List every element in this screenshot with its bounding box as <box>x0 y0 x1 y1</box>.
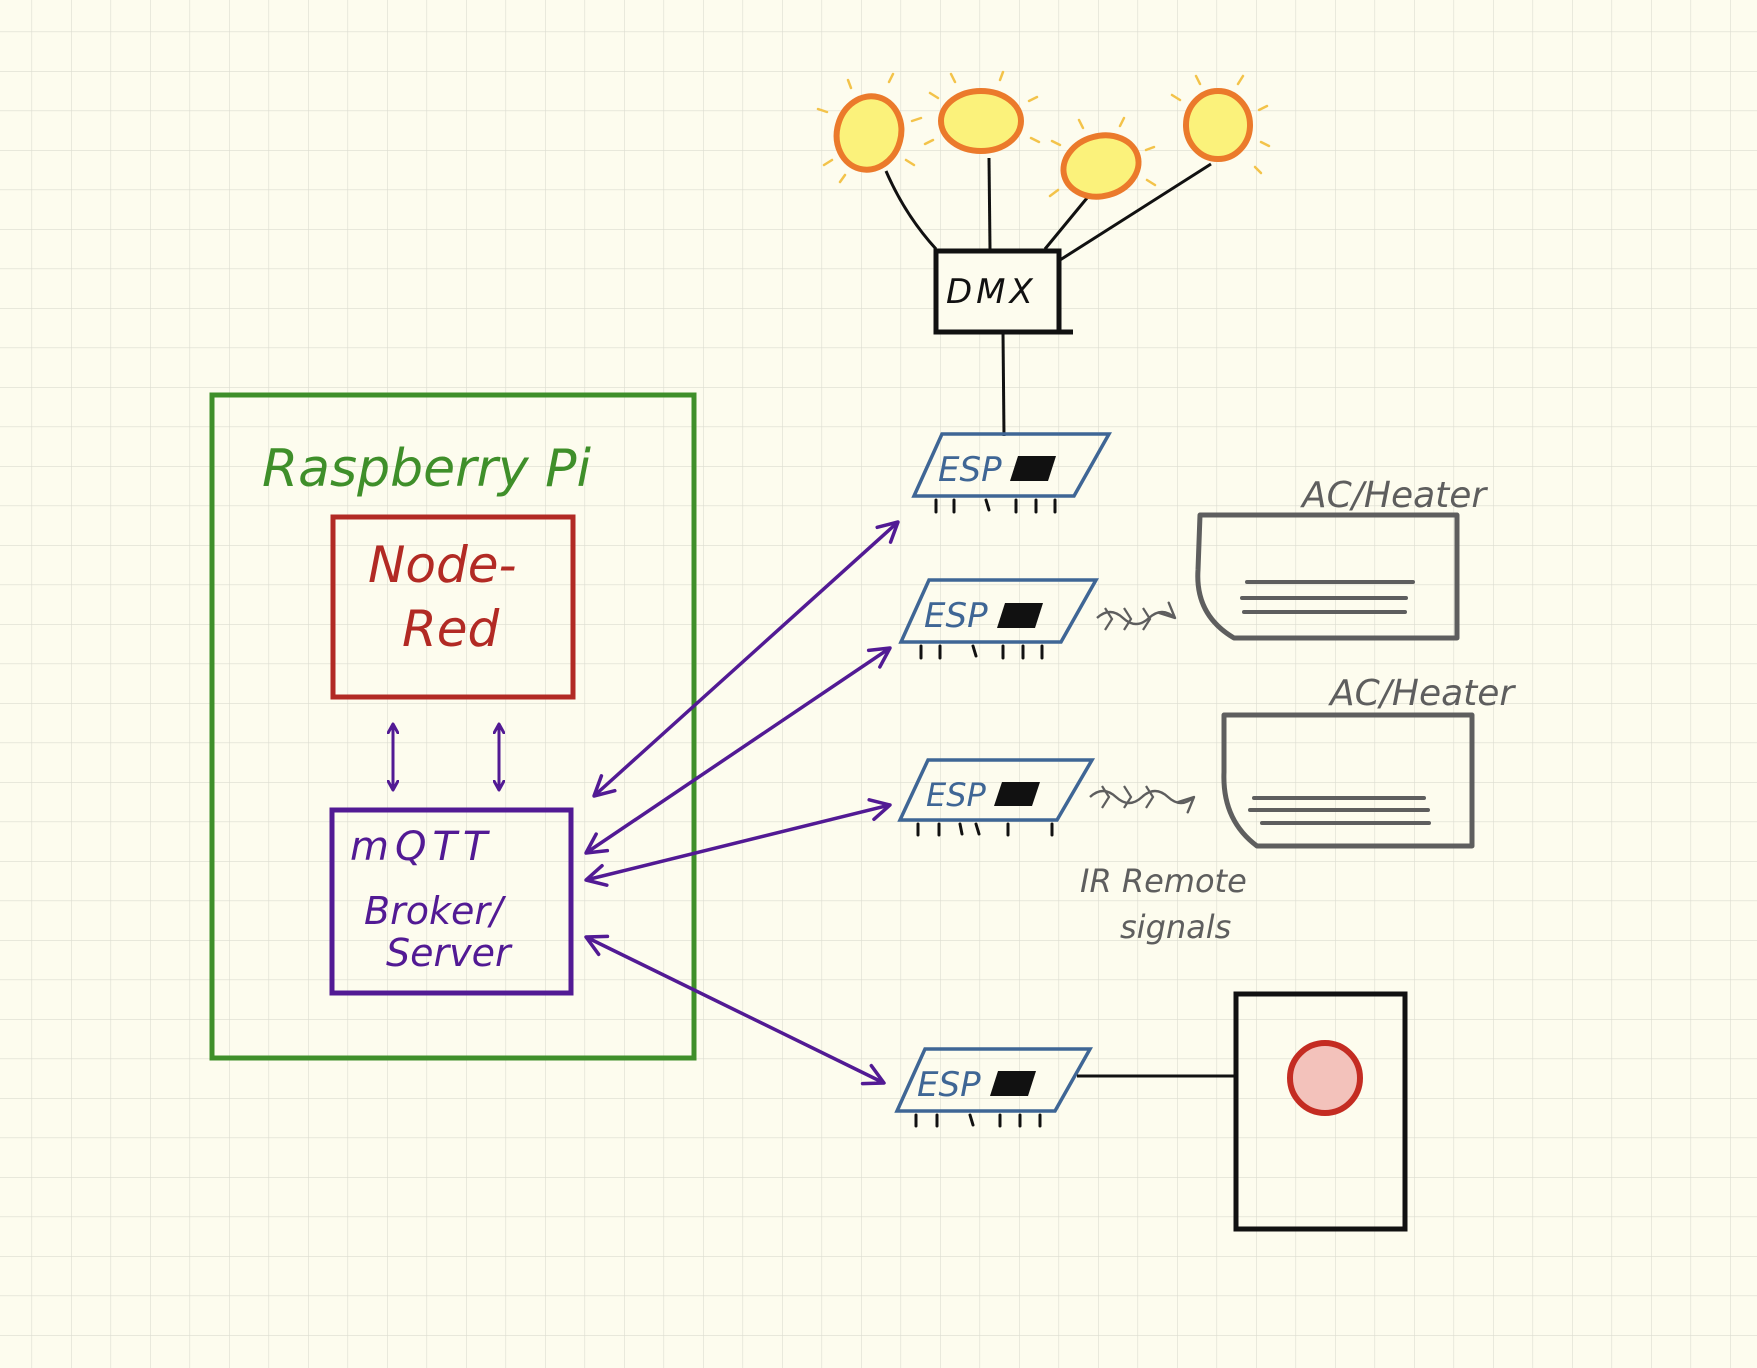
light-bulb-icon <box>816 72 923 184</box>
ir-remote-label-line2: signals <box>1120 908 1231 946</box>
mqtt-group: mQTT Broker/ Server <box>329 807 574 996</box>
ir-signal-arrows <box>1096 601 1177 631</box>
esp-label: ESP <box>926 776 987 814</box>
chip-icon <box>990 1071 1036 1096</box>
node-red-box <box>330 514 576 700</box>
push-button-panel <box>1077 991 1408 1232</box>
ac-heater-unit-2: AC/Heater IR Remote signals <box>1080 673 1516 946</box>
esp-module-3: ESP <box>897 758 1096 837</box>
esp-pins <box>914 1113 1042 1128</box>
light-bulb-icon <box>1048 116 1157 200</box>
ac-vent-lines <box>1240 580 1415 614</box>
light-bulb-icon <box>1170 74 1271 175</box>
esp-label: ESP <box>924 596 988 636</box>
dmx-esp1-wire <box>1001 331 1006 437</box>
bulb4-wire <box>1059 162 1212 262</box>
mqtt-label-line2: Broker/ <box>364 889 507 933</box>
ir-remote-label-line1: IR Remote <box>1080 862 1247 900</box>
ac-heater-label: AC/Heater <box>1328 673 1516 714</box>
esp-board <box>898 578 1099 644</box>
esp-board <box>897 758 1096 822</box>
chip-icon <box>994 782 1040 806</box>
mqtt-box <box>329 807 574 996</box>
ac-unit-body <box>1221 712 1475 849</box>
ir-signal-arrows <box>1089 785 1196 814</box>
esp-module-1: ESP <box>911 432 1112 514</box>
esp-module-2: ESP <box>898 578 1099 660</box>
raspberry-pi-label: Raspberry Pi <box>262 439 592 499</box>
ac-heater-label: AC/Heater <box>1300 475 1488 516</box>
esp-board <box>911 432 1112 498</box>
esp-label: ESP <box>917 1065 981 1105</box>
ac-heater-unit-1: AC/Heater <box>1096 475 1488 641</box>
bulb1-wire <box>884 170 938 251</box>
esp-module-4: ESP <box>894 1047 1093 1128</box>
esp-pins <box>916 822 1054 837</box>
node-red-group: Node- Red <box>330 514 576 700</box>
node-red-label-line1: Node- <box>368 536 517 594</box>
mqtt-esp4-arrow <box>584 934 886 1086</box>
button-panel-box <box>1233 991 1408 1232</box>
node-red-label-line2: Red <box>402 600 500 658</box>
mqtt-esp3-arrow <box>584 798 892 887</box>
light-bulb-icon <box>923 70 1041 154</box>
mqtt-label-line3: Server <box>386 931 513 975</box>
bulb2-wire <box>987 157 992 250</box>
chip-icon <box>1010 456 1056 481</box>
lights-group: DMX <box>816 70 1271 437</box>
bulb3-wire <box>1043 197 1089 250</box>
esp-pins <box>934 498 1057 514</box>
push-button-icon <box>1287 1040 1363 1116</box>
dmx-box <box>933 248 1062 335</box>
esp-board <box>894 1047 1093 1113</box>
esp-pins <box>919 644 1044 660</box>
chip-icon <box>997 603 1043 628</box>
mqtt-label-line1: mQTT <box>350 824 493 870</box>
esp-label: ESP <box>938 450 1002 490</box>
dmx-label: DMX <box>946 272 1037 312</box>
ac-unit-body <box>1195 512 1460 641</box>
ac-vent-lines <box>1248 796 1431 825</box>
